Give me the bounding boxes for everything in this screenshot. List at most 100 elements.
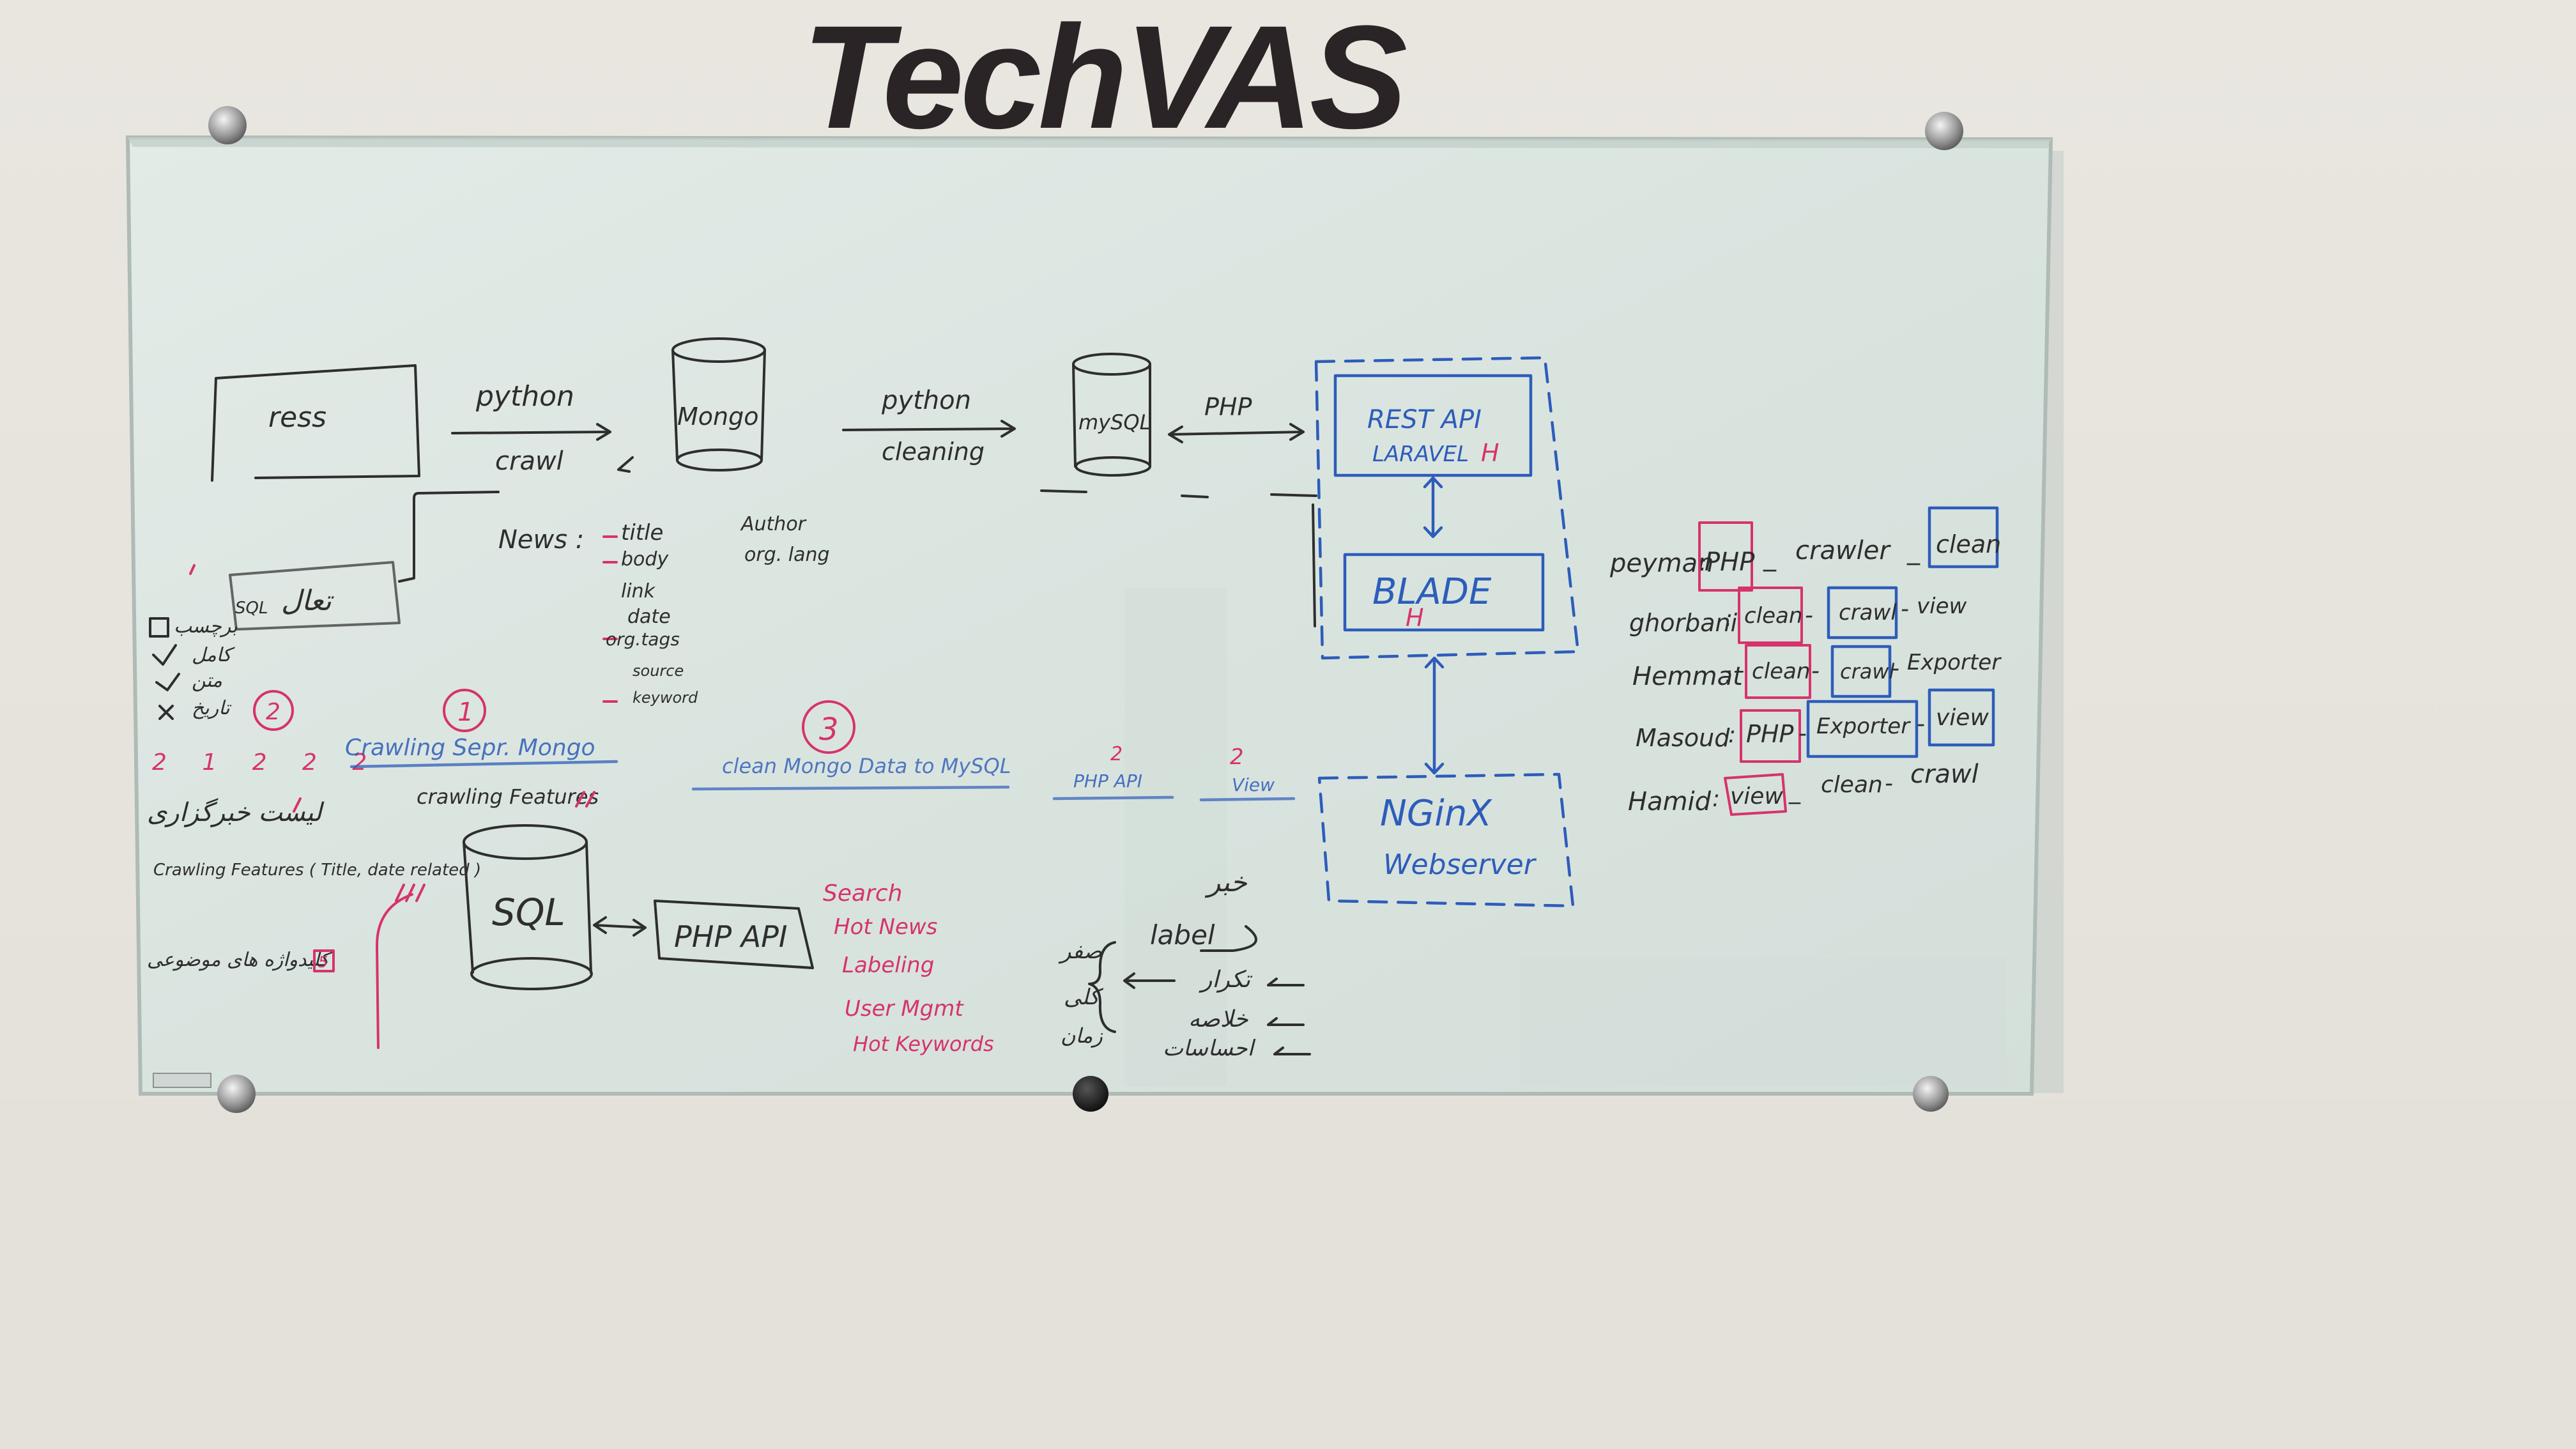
news-field: title <box>621 520 663 546</box>
task-view-number: 2 <box>1230 744 1244 770</box>
assigned-task: view <box>1936 705 1989 731</box>
fa-item: کامل <box>192 644 235 666</box>
rest-api-mark: H <box>1481 439 1499 467</box>
sql-cylinder-label: SQL <box>492 891 565 934</box>
fa-item-right: تکرار <box>1199 967 1253 993</box>
feature-item: User Mgmt <box>845 996 964 1022</box>
task-separator: _ <box>1906 536 1920 565</box>
left-notes: SQL تعال برچسب کامل متن تاریخ 2 2 1 2 2 … <box>147 561 481 1049</box>
assigned-task: crawl <box>1839 600 1897 625</box>
news-fa: خبر <box>1204 866 1248 898</box>
python-label-2: python <box>881 386 971 415</box>
sql-box-fa: تعال <box>281 585 335 617</box>
task3-label: clean Mongo Data to MySQL <box>722 754 1011 778</box>
task3-number: 3 <box>819 712 839 747</box>
svg-text:TechVAS: TechVAS <box>802 0 1407 159</box>
news-field: org.tags <box>606 629 680 650</box>
assigned-task: clean <box>1744 603 1802 629</box>
source-label: ress <box>268 401 326 434</box>
sql-block: SQL PHP API Search Hot News Labeling Use… <box>463 824 994 1056</box>
blade-mark: H <box>1406 604 1424 632</box>
bolt-bottom-right <box>1913 1076 1949 1112</box>
assigned-task: clean <box>1752 659 1810 684</box>
assigned-task: PHP <box>1746 720 1793 748</box>
task-separator: - <box>1798 721 1807 747</box>
assigned-task: clean <box>1936 530 2001 558</box>
fa-item: تاریخ <box>192 697 231 719</box>
bolt-bottom-left <box>217 1075 256 1113</box>
name-colon: : <box>1728 722 1736 748</box>
task1-label: Crawling Sepr. Mongo <box>345 735 595 761</box>
php-label: PHP <box>1204 393 1252 421</box>
name-colon: : <box>1699 550 1707 576</box>
task-separator: - <box>1891 656 1899 682</box>
assigned-task: clean <box>1821 772 1883 798</box>
assignments: peyman : PHP _ crawler _ clean ghorbani … <box>1609 506 2002 816</box>
assigned-task: Exporter <box>1907 650 2002 675</box>
assigned-task: crawler <box>1795 536 1891 565</box>
task-separator: _ <box>1763 542 1777 572</box>
persian-block: خبر label تکرار خلاصه احساسات صفر کلی زم… <box>1058 866 1311 1061</box>
task-separator: - <box>1917 711 1925 737</box>
name-colon: : <box>1725 662 1733 688</box>
fa-item-right: احساسات <box>1163 1036 1256 1061</box>
task1-number: 1 <box>457 698 473 727</box>
task-view-label: View <box>1232 774 1275 795</box>
assignee-name: ghorbani <box>1629 609 1738 637</box>
crawling-features-note: Crawling Features ( Title, date related … <box>153 861 481 880</box>
news-title: News : <box>498 525 584 555</box>
assigned-task: Exporter <box>1816 714 1911 739</box>
news-field: source <box>632 662 684 680</box>
news-agencies-fa: لیست خبرگزاری <box>147 798 325 827</box>
laravel-label: LARAVEL <box>1372 441 1469 467</box>
glass-whiteboard <box>125 135 2064 1096</box>
mounting-bolts <box>208 106 1963 1113</box>
name-colon: : <box>1712 786 1720 812</box>
fa-item-left: زمان <box>1061 1023 1103 1048</box>
webserver-label: Webserver <box>1383 848 1537 881</box>
fa-item-left: کلی <box>1064 985 1104 1010</box>
news-field-right: org. lang <box>744 544 830 566</box>
blade-label: BLADE <box>1372 571 1492 613</box>
bolt-top-right <box>1925 112 1963 150</box>
mysql-label: mySQL <box>1078 410 1151 434</box>
fa-item-left: صفر <box>1058 939 1102 964</box>
news-fields: News : title body link date org.tags sou… <box>498 513 830 707</box>
mysql-cylinder <box>1072 353 1151 477</box>
circle-2-label: 2 <box>266 699 280 725</box>
feature-item: Search <box>823 880 902 907</box>
bolt-bottom-middle <box>1073 1076 1108 1112</box>
label-word: label <box>1150 919 1215 951</box>
topic-keywords-fa: کلیدواژه های موضوعی <box>147 949 333 971</box>
assigned-task: crawl <box>1840 659 1895 684</box>
fa-item-right: خلاصه <box>1188 1006 1248 1032</box>
sql-box-label: SQL <box>235 599 268 618</box>
news-field: keyword <box>632 689 698 707</box>
assignee-name: Hamid <box>1628 787 1712 816</box>
box-digit: 5 <box>318 953 328 971</box>
task-separator: _ <box>1788 778 1801 804</box>
news-field-right: Author <box>740 513 807 535</box>
fa-item: متن <box>192 670 222 692</box>
assigned-task: view <box>1917 594 1966 619</box>
php-api-label: PHP API <box>674 919 787 954</box>
news-field: date <box>627 606 671 628</box>
fa-item: برچسب <box>174 615 238 638</box>
news-field: link <box>621 580 656 602</box>
pipeline-diagram: ress python crawl Mongo python cleaning … <box>211 337 1580 908</box>
nginx-label: NGinX <box>1380 793 1492 834</box>
task-separator: - <box>1885 770 1893 797</box>
feature-item: Labeling <box>842 953 934 978</box>
wall <box>0 1099 2576 1449</box>
task-separator: - <box>1805 602 1813 629</box>
assigned-task: PHP <box>1705 548 1755 577</box>
techvas-logo: TechVAS <box>802 0 1411 159</box>
feature-item: Hot Keywords <box>853 1032 994 1056</box>
assigned-task: view <box>1730 783 1783 809</box>
priority-digits: 2 1 2 2 2 <box>152 749 381 776</box>
task-separator: - <box>1901 596 1909 622</box>
crawl-label: crawl <box>495 447 564 476</box>
task1-sub: crawling Features <box>417 785 599 809</box>
python-label-1: python <box>475 380 574 413</box>
